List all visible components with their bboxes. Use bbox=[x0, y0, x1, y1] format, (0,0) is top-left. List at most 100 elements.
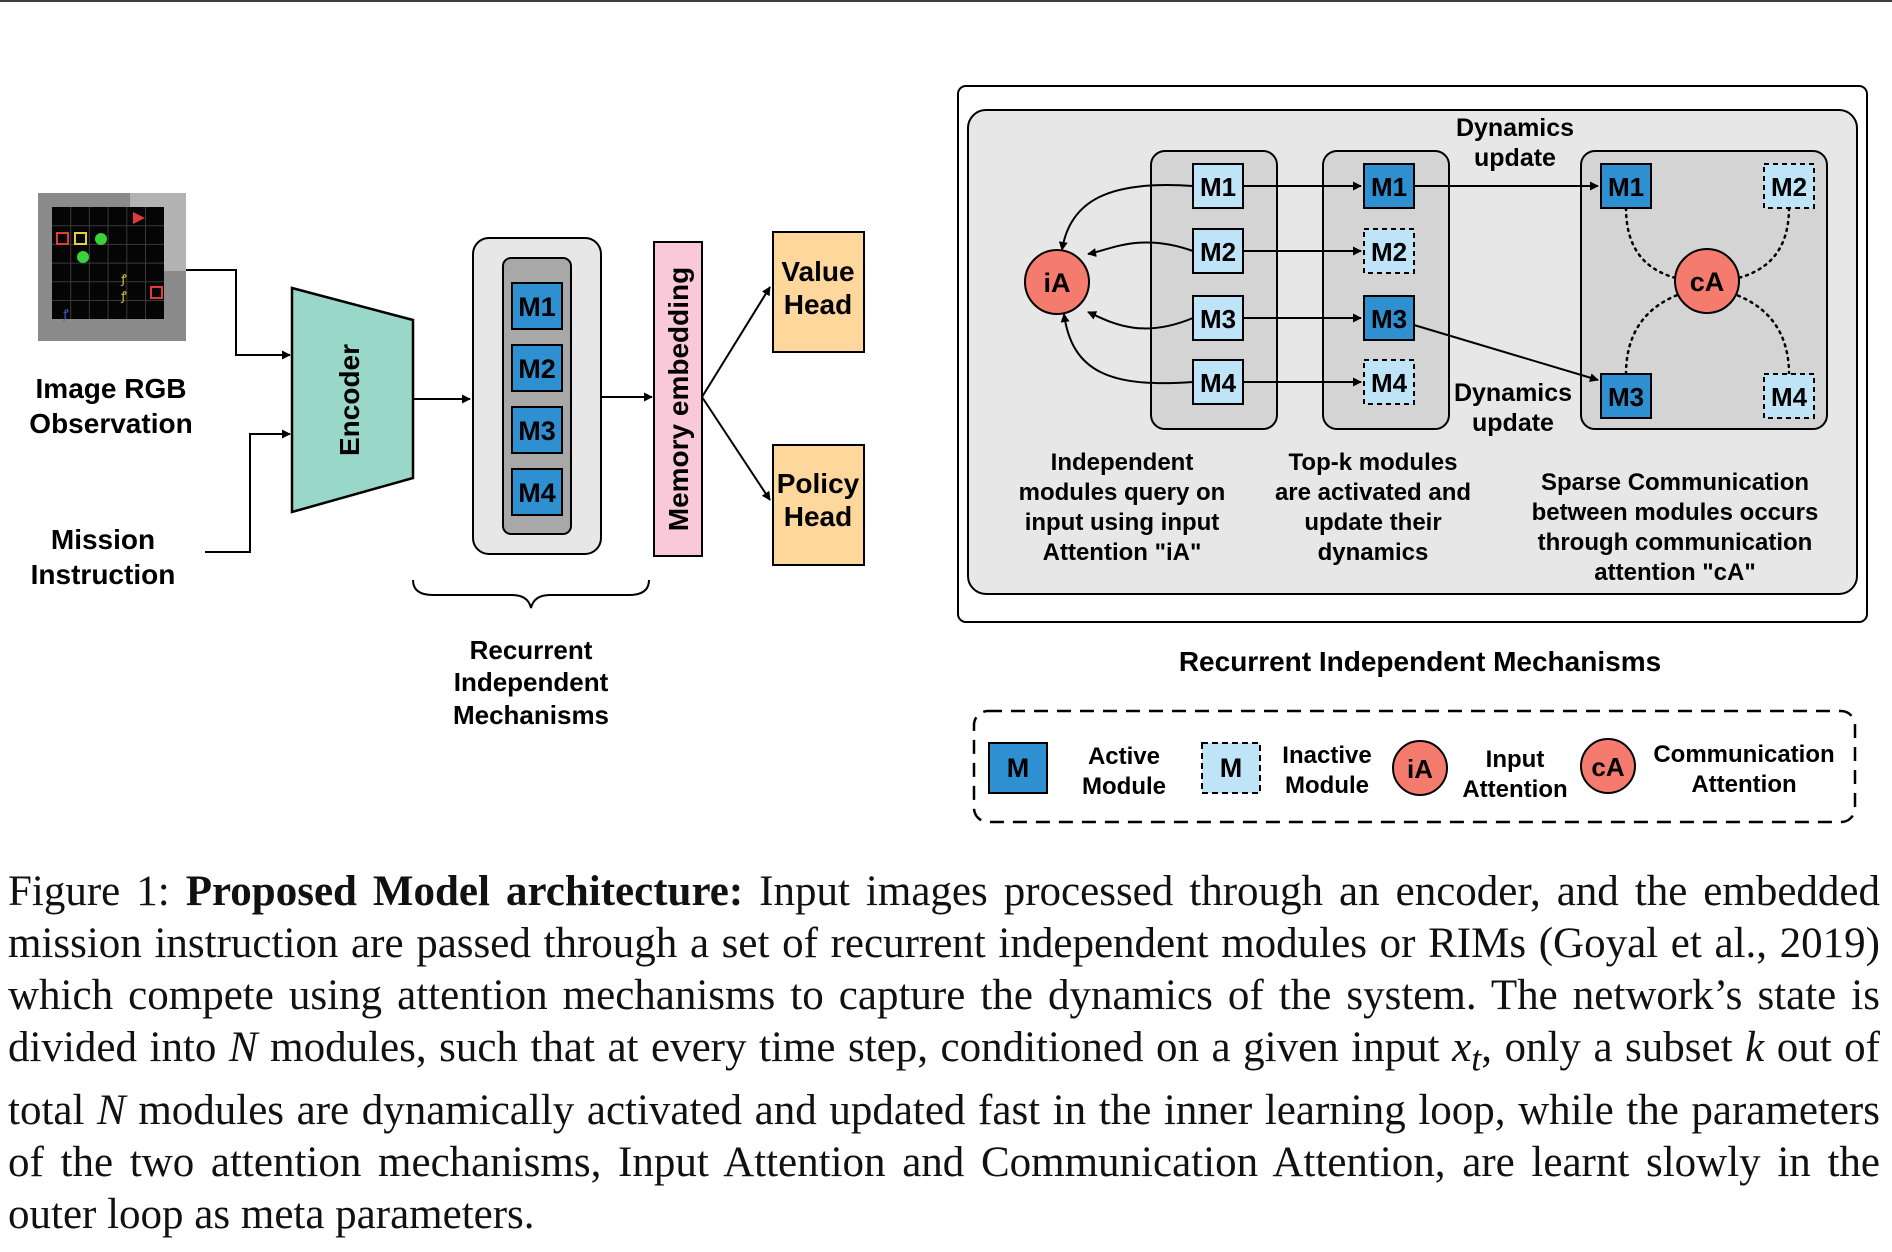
comm-module-m4-label: M4 bbox=[1771, 382, 1808, 412]
mission-label-line2: Instruction bbox=[31, 559, 176, 590]
comm-module-m3: M3 bbox=[1600, 373, 1652, 419]
caption-k: k bbox=[1745, 1024, 1765, 1071]
policy-head-line1: Policy bbox=[777, 468, 860, 499]
image-label-line2: Observation bbox=[29, 408, 192, 439]
memory-to-value-arrow bbox=[701, 286, 771, 398]
topk-module-m1: M1 bbox=[1363, 163, 1415, 209]
topk-module-m3-label: M3 bbox=[1371, 304, 1407, 334]
topk-module-m4: M4 bbox=[1363, 359, 1415, 405]
svg-text:ꝭ: ꝭ bbox=[120, 272, 127, 286]
rim-module-m4: M4 bbox=[511, 468, 563, 516]
desc1-line3: input using input bbox=[1025, 509, 1220, 536]
rim-label-line2: Independent bbox=[454, 667, 609, 697]
desc2-line1: Top-k modules bbox=[1289, 449, 1458, 476]
rim-module-m3-label: M3 bbox=[518, 416, 556, 446]
desc3-line2: between modules occurs bbox=[1532, 499, 1819, 526]
m3-to-ia-arrow bbox=[1087, 311, 1194, 330]
caption-bold-title: Proposed Model architecture: bbox=[185, 868, 744, 915]
encoder-label: Encoder bbox=[334, 344, 365, 456]
desc3-line3: through communication bbox=[1538, 529, 1813, 556]
m1-to-ia-arrow bbox=[1058, 184, 1194, 251]
desc3-line1: Sparse Communication bbox=[1541, 469, 1809, 496]
caption-N2: N bbox=[97, 1086, 126, 1134]
legend-inactive-line2: Module bbox=[1285, 772, 1369, 799]
query-module-m2: M2 bbox=[1192, 228, 1244, 274]
rim-module-m2: M2 bbox=[511, 344, 563, 392]
dynamics-top-line2: update bbox=[1474, 144, 1556, 172]
legend-communication-attention: cA bbox=[1580, 738, 1636, 794]
caption-N1: N bbox=[228, 1024, 258, 1071]
comm-module-m3-label: M3 bbox=[1608, 382, 1644, 412]
memory-embedding-block bbox=[653, 241, 703, 557]
caption-part5: modules are dynamically activated and up… bbox=[8, 1086, 1880, 1238]
dynamics-bottom-line2: update bbox=[1472, 409, 1554, 437]
topk-module-m1-label: M1 bbox=[1371, 172, 1407, 202]
rim-detail-title: Recurrent Independent Mechanisms bbox=[1179, 646, 1661, 677]
image-to-encoder-arrow bbox=[186, 269, 291, 360]
legend-ca-line1: Communication bbox=[1653, 741, 1834, 768]
input-attention-label: iA bbox=[1044, 268, 1071, 298]
legend-active-module: M bbox=[988, 742, 1048, 794]
memory-to-policy-arrow bbox=[701, 396, 771, 501]
legend-inactive-symbol: M bbox=[1220, 753, 1243, 783]
legend-ca-line2: Attention bbox=[1691, 771, 1796, 798]
desc1-line4: Attention "iA" bbox=[1043, 539, 1202, 566]
legend-active-symbol: M bbox=[1007, 753, 1030, 783]
figure-caption: Figure 1: Proposed Model architecture: I… bbox=[8, 866, 1880, 1241]
dynamics-top-line1: Dynamics bbox=[1456, 114, 1574, 142]
caption-part4: out of total bbox=[8, 1024, 1880, 1134]
desc1-line2: modules query on bbox=[1019, 479, 1226, 506]
svg-text:ꝭ: ꝭ bbox=[62, 307, 69, 321]
rim-module-m1: M1 bbox=[511, 282, 563, 330]
mission-label-line1: Mission bbox=[51, 524, 155, 555]
legend-ia-line2: Attention bbox=[1462, 776, 1567, 803]
desc2-line2: are activated and bbox=[1275, 479, 1471, 506]
policy-head-block bbox=[772, 444, 865, 566]
desc2-line3: update their bbox=[1304, 509, 1441, 536]
rim-module-m3: M3 bbox=[511, 406, 563, 454]
m4-to-ia-arrow bbox=[1060, 313, 1194, 385]
caption-part2: modules, such that at every time step, c… bbox=[257, 1024, 1453, 1071]
comm-module-m4: M4 bbox=[1763, 373, 1815, 419]
rim-module-m1-label: M1 bbox=[518, 292, 556, 322]
query-module-m1: M1 bbox=[1192, 163, 1244, 209]
desc2-line4: dynamics bbox=[1318, 539, 1429, 566]
legend-active-line2: Module bbox=[1082, 773, 1166, 800]
legend-active-line1: Active bbox=[1088, 743, 1160, 770]
m2-to-ia-arrow bbox=[1087, 241, 1194, 257]
legend-input-attention: iA bbox=[1392, 740, 1448, 796]
query-module-m3: M3 bbox=[1192, 295, 1244, 341]
query-column bbox=[1150, 150, 1278, 430]
communication-attention-label: cA bbox=[1690, 267, 1725, 297]
query-module-m4: M4 bbox=[1192, 359, 1244, 405]
comm-module-m2-label: M2 bbox=[1771, 172, 1807, 202]
comm-module-m1-label: M1 bbox=[1608, 172, 1644, 202]
image-label-line1: Image RGB bbox=[36, 373, 187, 404]
query-module-m1-label: M1 bbox=[1200, 172, 1236, 202]
rim-module-m4-label: M4 bbox=[518, 478, 556, 508]
desc1-line1: Independent bbox=[1051, 449, 1194, 476]
value-head-block bbox=[772, 231, 865, 353]
topk-module-m2-label: M2 bbox=[1371, 237, 1407, 267]
rgb-observation-image: ꝭ ꝭ ꝭ bbox=[38, 193, 186, 341]
rim-label-line3: Mechanisms bbox=[453, 700, 609, 730]
architecture-diagram: ꝭ ꝭ ꝭ Image RGB Observation Mission Inst… bbox=[0, 0, 1892, 824]
caption-part1: Input images processed through an encode… bbox=[8, 868, 1881, 1071]
query-module-m4-label: M4 bbox=[1200, 368, 1237, 398]
communication-attention-node: cA bbox=[1674, 248, 1740, 314]
topk-module-m2: M2 bbox=[1363, 228, 1415, 274]
m3-dynamics-arrow bbox=[1413, 324, 1599, 382]
legend-inactive-line1: Inactive bbox=[1282, 742, 1371, 769]
caption-prefix: Figure 1: bbox=[8, 868, 186, 915]
encoder-block bbox=[290, 286, 415, 514]
dynamics-bottom-line1: Dynamics bbox=[1454, 379, 1572, 407]
rim-label-line1: Recurrent bbox=[470, 635, 593, 665]
svg-text:ꝭ: ꝭ bbox=[120, 289, 127, 303]
legend-ia-symbol: iA bbox=[1407, 754, 1433, 784]
legend-inactive-module: M bbox=[1201, 742, 1261, 794]
policy-head-line2: Head bbox=[784, 501, 852, 532]
caption-x: x bbox=[1452, 1024, 1472, 1071]
rim-module-m2-label: M2 bbox=[518, 354, 556, 384]
value-head-line1: Value bbox=[781, 256, 854, 287]
